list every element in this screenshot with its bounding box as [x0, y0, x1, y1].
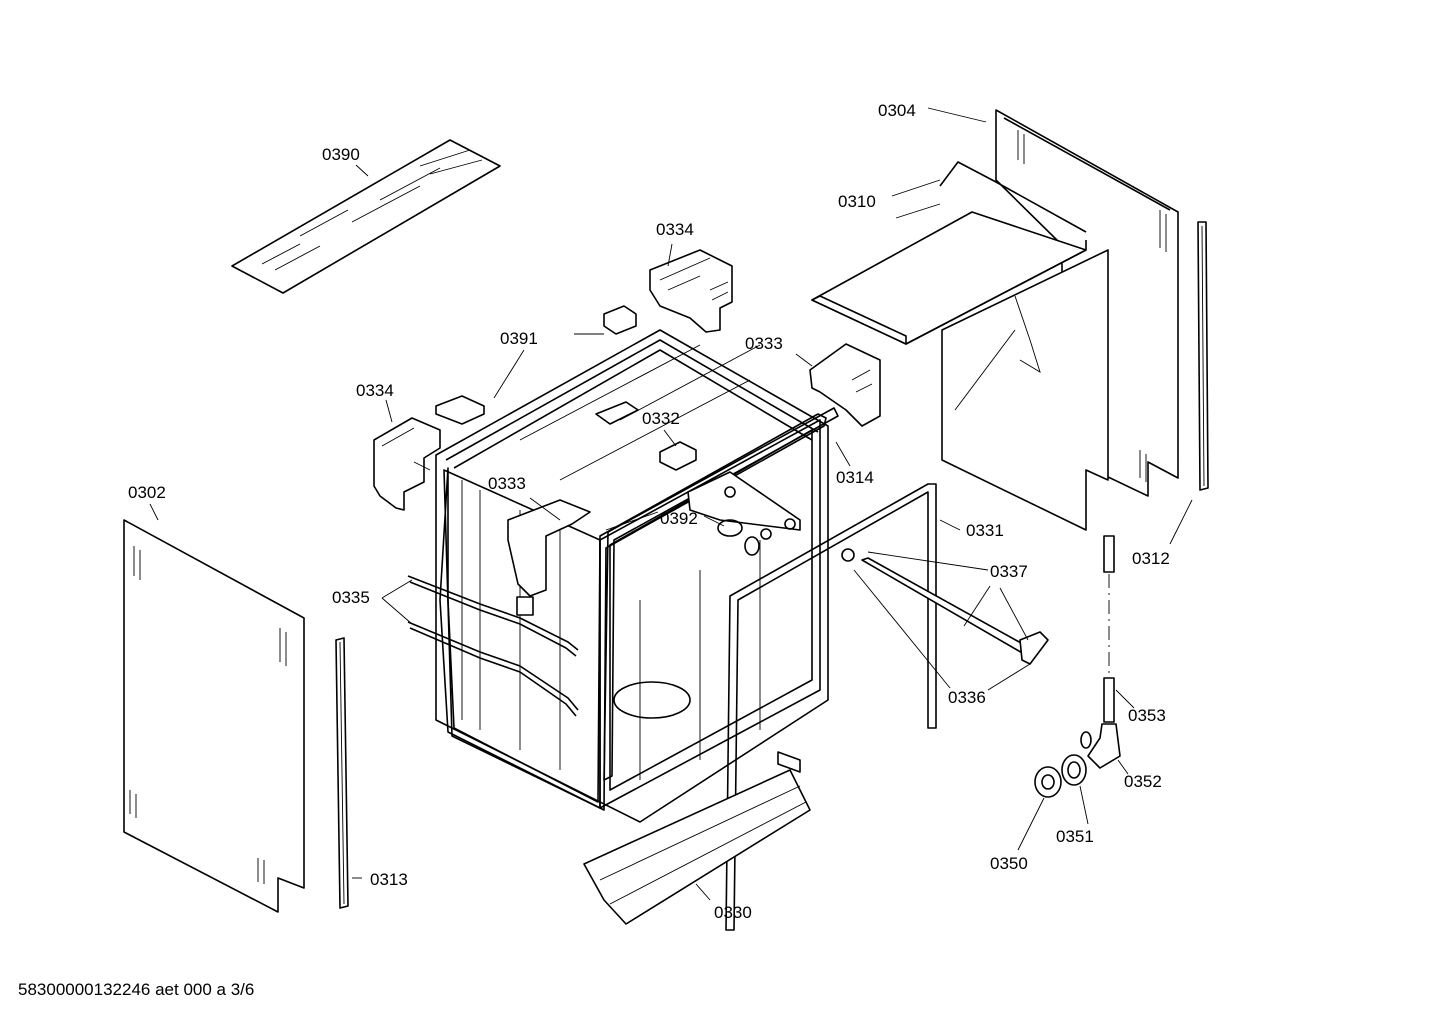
label-0313: 0313	[370, 870, 408, 889]
part-0350-nut	[1034, 766, 1062, 798]
label-0335: 0335	[332, 588, 370, 607]
part-0392-holder	[687, 471, 801, 556]
part-0332-clip	[659, 441, 697, 471]
label-0392: 0392	[660, 509, 698, 528]
label-0351: 0351	[1056, 827, 1094, 846]
label-0333-right: 0333	[745, 334, 783, 353]
label-0352: 0352	[1124, 772, 1162, 791]
label-0334-left: 0334	[356, 381, 394, 400]
label-0350: 0350	[990, 854, 1028, 873]
label-0336: 0336	[948, 688, 986, 707]
part-0310-base-plate	[811, 161, 1109, 531]
label-0331: 0331	[966, 521, 1004, 540]
part-0333-left-clip	[507, 499, 591, 616]
label-0334-top: 0334	[656, 220, 694, 239]
part-0351-ring	[1061, 754, 1087, 786]
diagram-footer-code: 58300000132246 aet 000 a 3/6	[18, 980, 255, 999]
part-0391-brackets	[435, 305, 637, 425]
part-0312-seal-strip	[1197, 221, 1209, 491]
label-0304: 0304	[878, 101, 916, 120]
part-0314-seal	[439, 407, 839, 811]
part-0353-hose	[1103, 535, 1115, 723]
part-0337-bar	[841, 548, 1049, 665]
part-labels: 0390 0304 0310 0334 0391 0333 0334 0332 …	[128, 101, 1170, 922]
leader-lines	[149, 107, 1193, 901]
part-0330-plate	[583, 751, 811, 925]
label-0337: 0337	[990, 562, 1028, 581]
part-0334-left-clip	[373, 417, 441, 511]
part-0390-mat	[231, 139, 501, 294]
part-0331-rail	[725, 483, 937, 931]
label-0310: 0310	[838, 192, 876, 211]
label-0390: 0390	[322, 145, 360, 164]
part-0313-seal-strip	[335, 637, 349, 909]
label-0314: 0314	[836, 468, 874, 487]
label-0391: 0391	[500, 329, 538, 348]
label-0332: 0332	[642, 409, 680, 428]
label-0312: 0312	[1132, 549, 1170, 568]
part-0335-rails	[407, 575, 579, 717]
part-tub	[435, 329, 829, 823]
label-0302: 0302	[128, 483, 166, 502]
label-0353: 0353	[1128, 706, 1166, 725]
part-0302-side-panel	[123, 519, 305, 913]
part-0352-elbow	[1080, 723, 1121, 769]
part-0334-right-clip	[649, 249, 733, 333]
label-0333-left: 0333	[488, 474, 526, 493]
label-0330: 0330	[714, 903, 752, 922]
part-0333-right-clip	[809, 343, 881, 427]
